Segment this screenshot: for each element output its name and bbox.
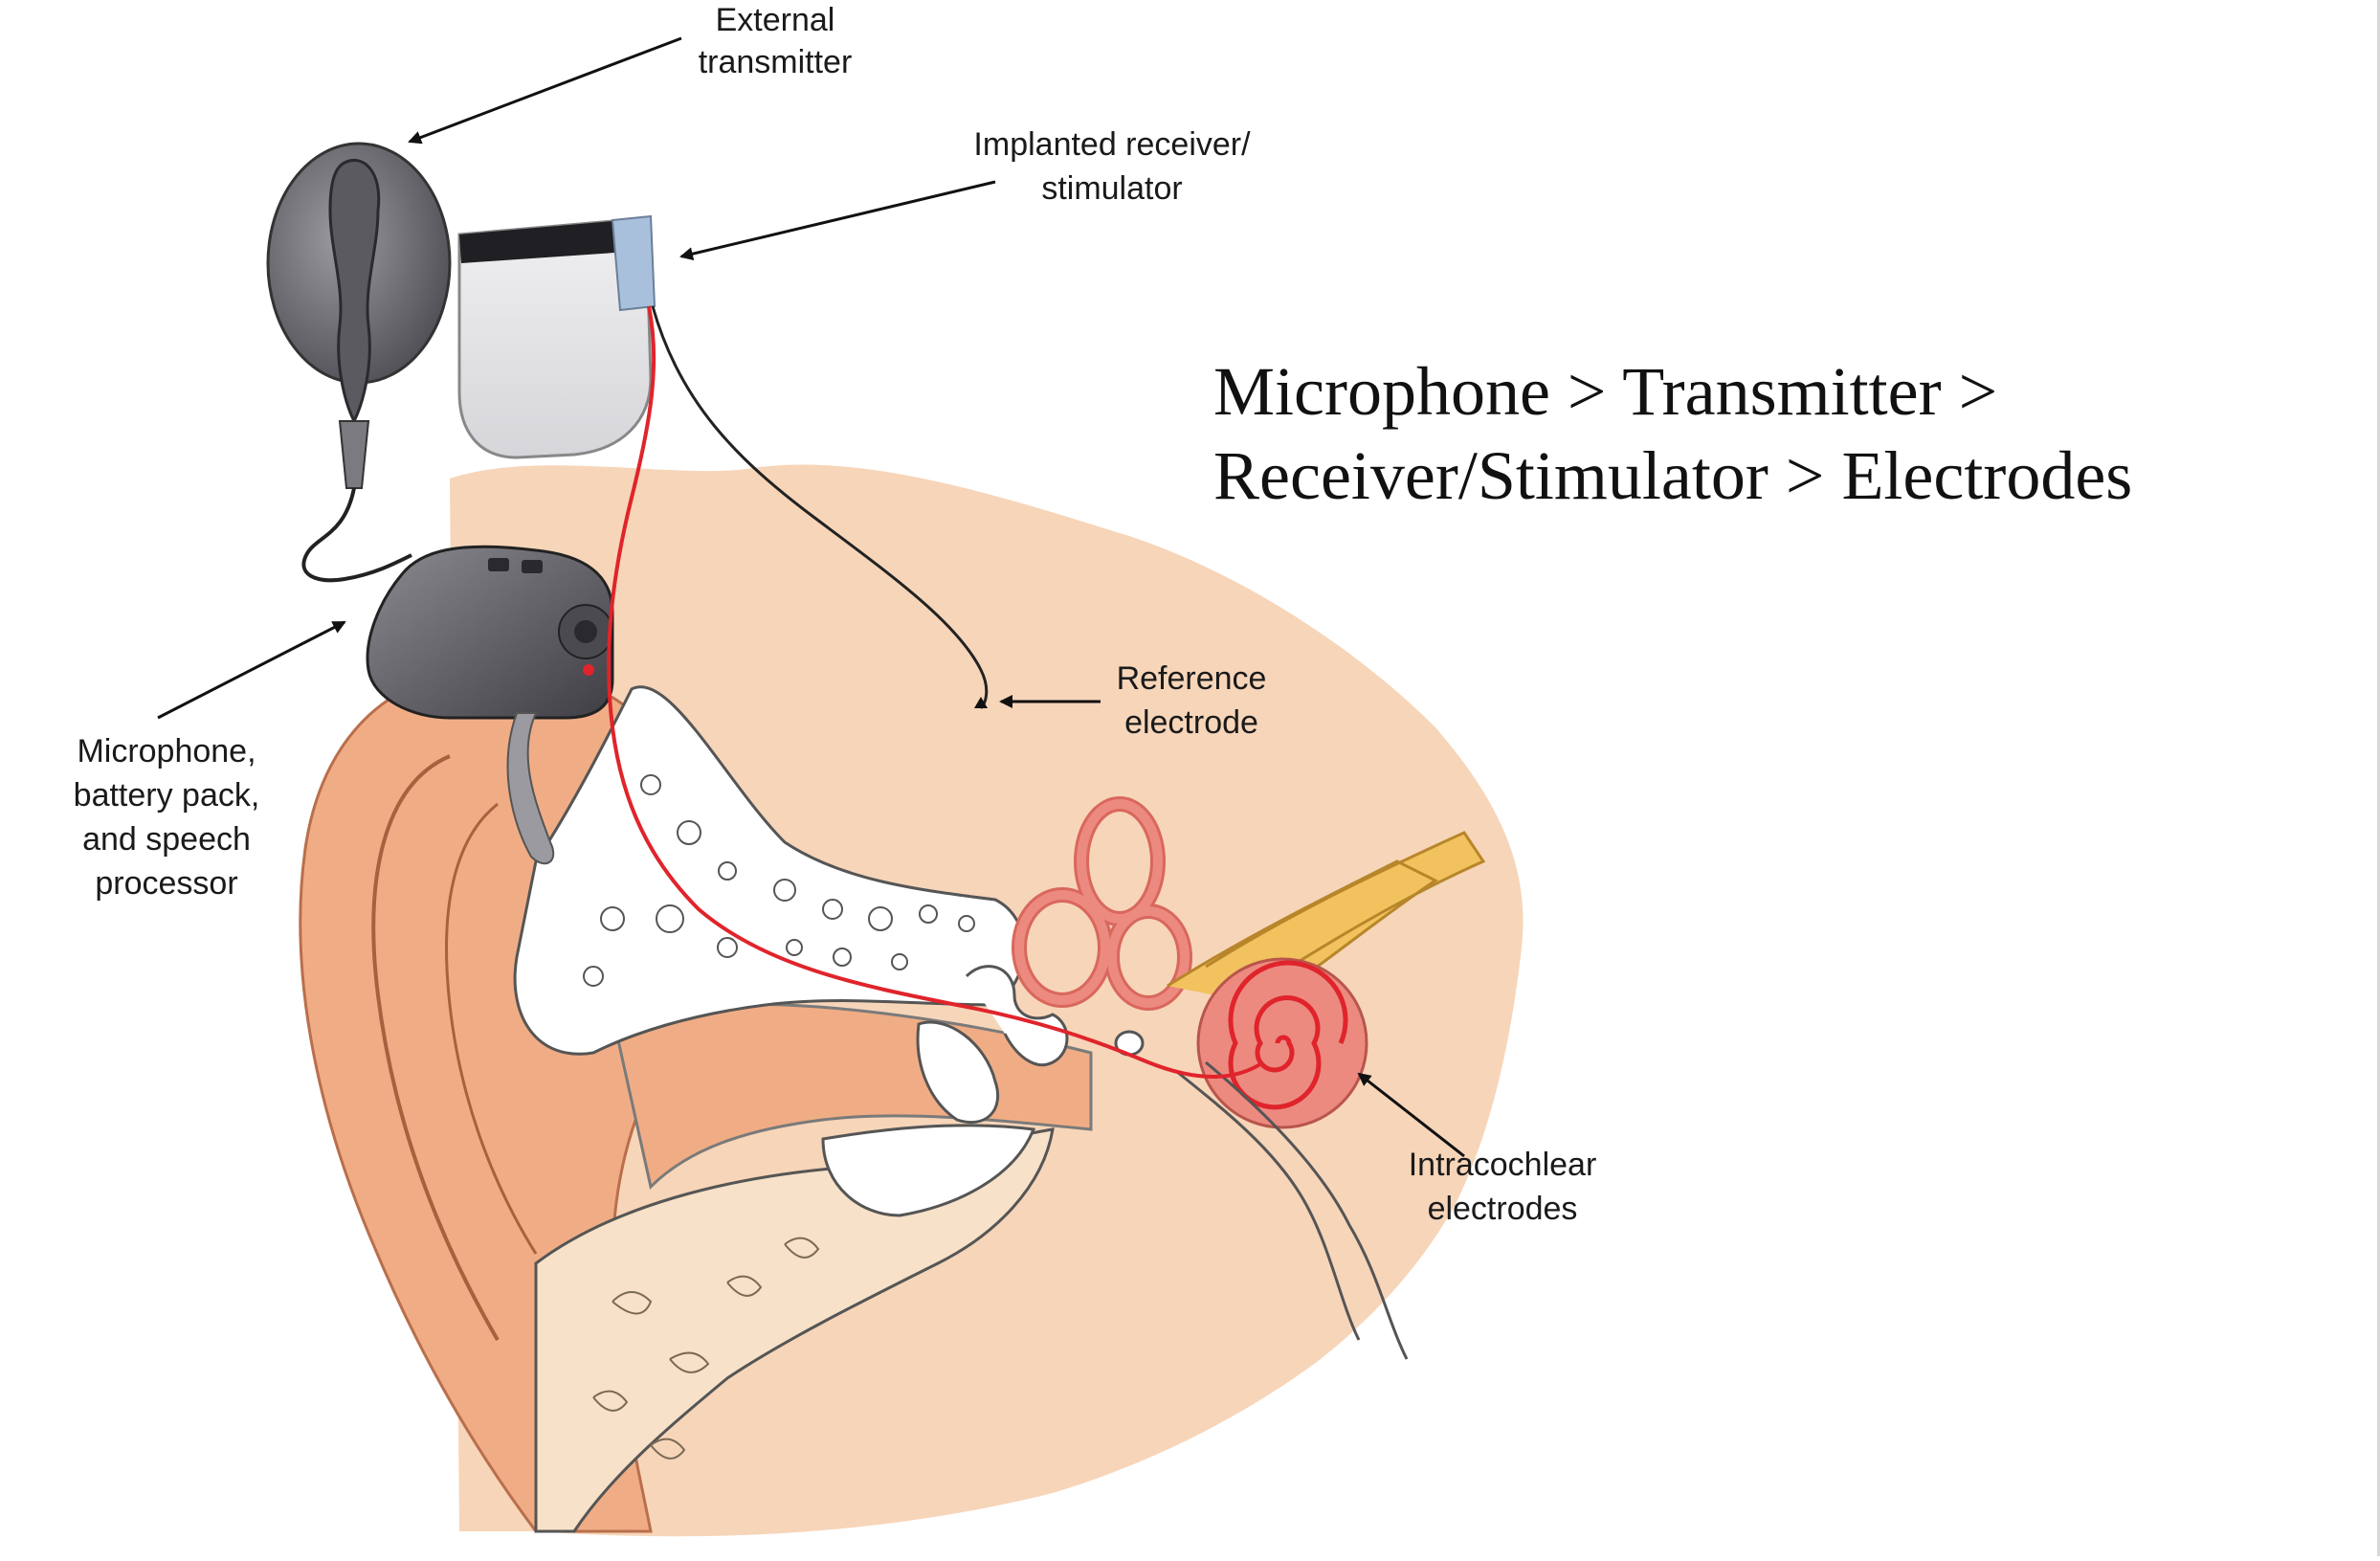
- label-intracochlear-line2: electrodes: [1428, 1191, 1578, 1227]
- label-implanted-receiver: Implanted receiver/ stimulator: [973, 126, 1251, 207]
- transmitter-cable: [303, 488, 411, 580]
- signal-flow-line2: Receiver/Stimulator > Electrodes: [1213, 434, 2132, 518]
- label-reference-electrode-line1: Reference: [1117, 660, 1267, 697]
- label-microphone-pack-line2: battery pack,: [74, 777, 260, 814]
- arrow-microphone: [158, 622, 345, 718]
- label-reference-electrode-line2: electrode: [1124, 704, 1258, 741]
- arrow-implanted-receiver: [681, 182, 995, 256]
- label-implanted-receiver-line2: stimulator: [1041, 170, 1182, 207]
- implanted-receiver-device: [459, 216, 655, 457]
- label-external-transmitter-line2: transmitter: [699, 44, 853, 80]
- label-microphone-pack-line3: and speech: [82, 821, 251, 858]
- label-external-transmitter-line1: External: [716, 2, 835, 38]
- label-implanted-receiver-line1: Implanted receiver/: [973, 126, 1251, 163]
- external-transmitter-device: [268, 144, 450, 488]
- arrow-external-transmitter: [410, 38, 681, 142]
- label-external-transmitter: External transmitter: [699, 2, 853, 80]
- signal-flow-text: Microphone > Transmitter > Receiver/Stim…: [1213, 349, 2132, 518]
- label-intracochlear-line1: Intracochlear: [1409, 1147, 1597, 1183]
- label-microphone-pack-line1: Microphone,: [77, 733, 256, 769]
- signal-flow-line1: Microphone > Transmitter >: [1213, 349, 2132, 434]
- label-microphone-pack-line4: processor: [95, 865, 237, 902]
- label-microphone-pack: Microphone, battery pack, and speech pro…: [74, 733, 260, 902]
